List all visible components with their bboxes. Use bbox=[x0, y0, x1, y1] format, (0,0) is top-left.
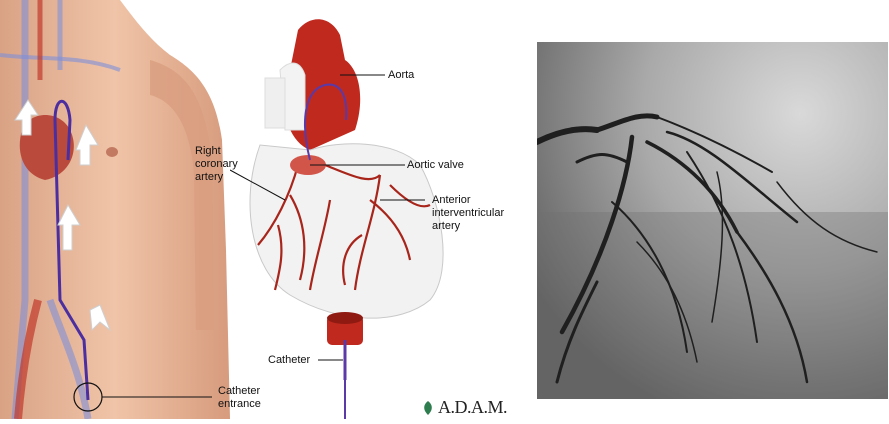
xray-svg bbox=[537, 42, 888, 399]
torso-illustration bbox=[0, 0, 230, 419]
label-anterior-iv: Anterior interventricular artery bbox=[432, 194, 504, 233]
label-aortic-valve: Aortic valve bbox=[407, 159, 464, 172]
label-catheter: Catheter bbox=[268, 354, 310, 367]
torso-svg bbox=[0, 0, 230, 419]
adam-logo: A.D.A.M. bbox=[420, 397, 507, 418]
label-aorta: Aorta bbox=[388, 69, 414, 82]
leaf-icon bbox=[420, 400, 436, 416]
label-right-coronary: Right coronary artery bbox=[195, 145, 238, 184]
angiogram-xray bbox=[537, 42, 888, 399]
nipple bbox=[106, 147, 118, 157]
